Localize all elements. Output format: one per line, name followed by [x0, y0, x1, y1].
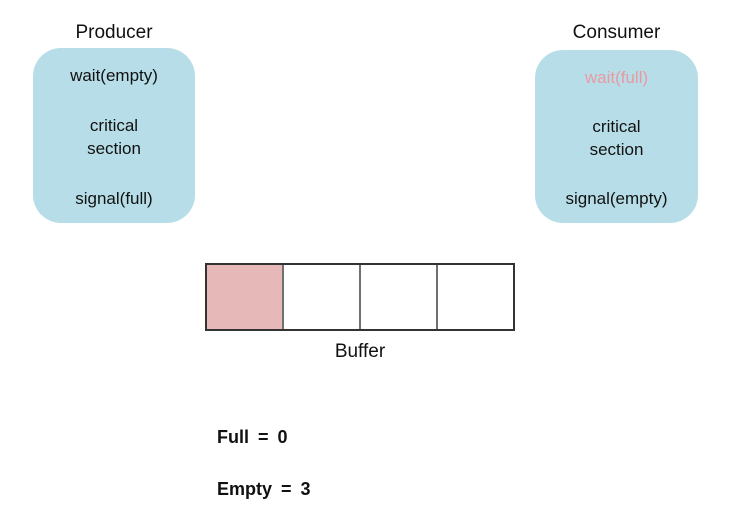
- buffer-cell-1: [282, 265, 359, 329]
- consumer-step-critical-section: critical section: [589, 117, 644, 159]
- empty-counter: Empty = 3: [217, 479, 311, 500]
- producer-title: Producer: [75, 22, 153, 43]
- buffer-cell-0: [207, 265, 282, 329]
- producer-step-critical-section: critical section: [87, 116, 141, 158]
- full-counter: Full = 0: [217, 427, 288, 448]
- buffer-cells: [205, 263, 515, 331]
- producer-section: Producer wait(empty) critical section si…: [33, 22, 195, 223]
- producer-step-wait-empty: wait(empty): [70, 66, 158, 85]
- buffer-label: Buffer: [334, 341, 386, 362]
- consumer-box: wait(full) critical section signal(empty…: [535, 50, 698, 223]
- producer-step-signal-full: signal(full): [75, 189, 153, 208]
- buffer-cell-3: [436, 265, 513, 329]
- full-counter-equals: =: [258, 427, 269, 447]
- buffer-cell-2: [359, 265, 436, 329]
- full-counter-name: Full: [217, 427, 249, 447]
- empty-counter-equals: =: [281, 479, 292, 499]
- consumer-step-wait-full: wait(full): [584, 68, 649, 87]
- producer-box: wait(empty) critical section signal(full…: [33, 48, 195, 223]
- empty-counter-value: 3: [300, 479, 311, 499]
- empty-counter-name: Empty: [217, 479, 273, 499]
- consumer-title: Consumer: [572, 22, 661, 43]
- full-counter-value: 0: [277, 427, 288, 447]
- consumer-section: Consumer wait(full) critical section sig…: [535, 22, 698, 223]
- consumer-step-signal-empty: signal(empty): [565, 189, 668, 208]
